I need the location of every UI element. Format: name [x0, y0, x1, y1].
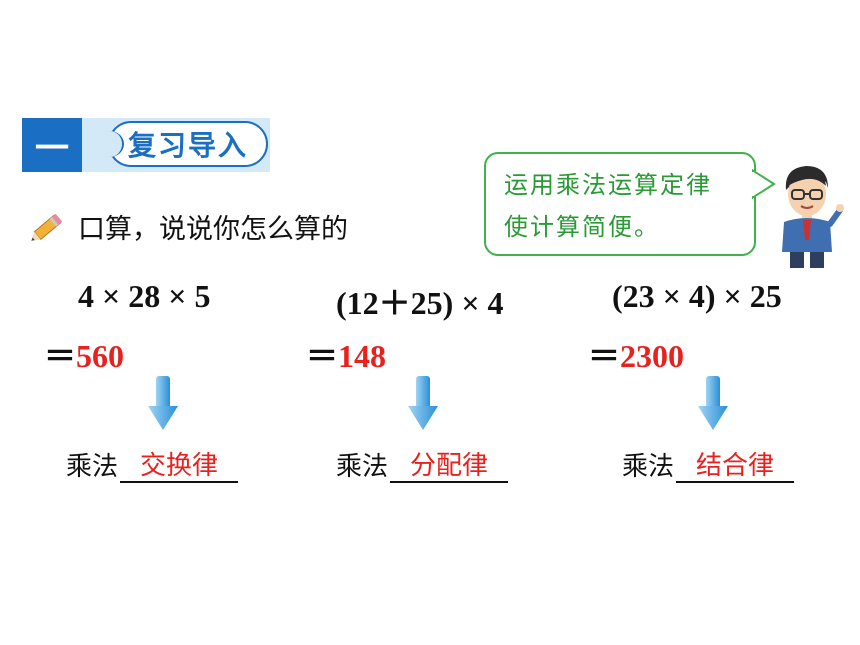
answer-3: 2300	[620, 338, 685, 374]
law-answer-1: 交换律	[120, 451, 239, 483]
law-answer-2: 分配律	[390, 451, 509, 483]
law-prefix-1: 乘法	[66, 452, 119, 482]
law-prefix-2: 乘法	[336, 452, 389, 482]
expression-2: (12＋25) × 4	[336, 285, 504, 321]
prompt: 口算，说说你怎么算的	[28, 204, 348, 248]
law-2: 乘法分配律	[336, 446, 509, 483]
equals-sign: ＝	[588, 338, 621, 374]
section-number: 一	[22, 118, 82, 172]
law-1: 乘法交换律	[66, 446, 239, 483]
down-arrow-icon	[698, 376, 728, 430]
equals-sign: ＝	[306, 338, 339, 374]
law-3: 乘法结合律	[622, 446, 795, 483]
down-arrow-icon	[148, 376, 178, 430]
law-prefix-3: 乘法	[622, 452, 675, 482]
equals-sign: ＝	[44, 338, 77, 374]
pencil-icon	[31, 213, 63, 241]
section-title-bg: 复习导入	[82, 118, 270, 172]
down-arrow-icon	[408, 376, 438, 430]
result-2: ＝148	[306, 331, 386, 377]
answer-1: 560	[76, 338, 125, 374]
expression-1: 4 × 28 × 5	[78, 278, 211, 314]
section-header: 一 复习导入	[22, 118, 270, 172]
bubble-tail	[752, 168, 776, 200]
result-1: ＝560	[44, 331, 124, 377]
section-title: 复习导入	[96, 121, 268, 167]
law-answer-3: 结合律	[676, 451, 795, 483]
result-3: ＝2300	[588, 331, 684, 377]
expression-3: (23 × 4) × 25	[612, 278, 782, 314]
prompt-text: 口算，说说你怎么算的	[78, 213, 348, 245]
bubble-text: 运用乘法运算定律使计算简便。	[504, 171, 712, 241]
teacher-illustration	[782, 166, 844, 268]
answer-2: 148	[338, 338, 387, 374]
speech-bubble: 运用乘法运算定律使计算简便。	[484, 152, 756, 256]
